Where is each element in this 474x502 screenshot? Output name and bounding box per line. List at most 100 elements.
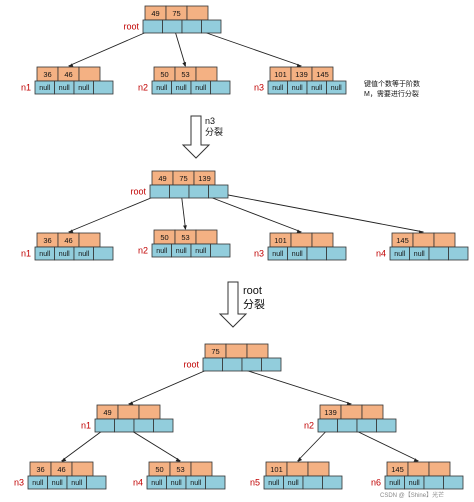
node-label: n6: [371, 478, 381, 488]
pointer-value: null: [292, 85, 303, 92]
step1-label-2: 分裂: [205, 127, 223, 137]
pointer-cell: [93, 246, 114, 261]
key-cell: [311, 232, 334, 248]
key-value: 75: [179, 174, 187, 183]
pointer-value: null: [331, 85, 342, 92]
step2-label-1: root: [243, 285, 262, 297]
pointer-value: null: [151, 480, 162, 487]
key-value: 101: [274, 70, 287, 79]
pointer-cell: [86, 475, 107, 490]
key-value: 36: [36, 465, 44, 474]
pointer-value: null: [195, 85, 206, 92]
edge-root-n2: [173, 28, 186, 67]
edge-n1-n4: [126, 427, 181, 462]
pointer-cell: [114, 418, 135, 433]
key-cell: [186, 5, 209, 21]
node-label: n4: [376, 249, 386, 259]
key-value: 75: [211, 347, 219, 356]
pointer-cell: [448, 246, 469, 261]
pointer-cell: [210, 80, 231, 95]
edges-layer: [61, 28, 424, 462]
pointer-value: null: [59, 251, 70, 258]
note-line-2: M，需要进行分裂: [364, 89, 419, 98]
pointer-value: null: [394, 251, 405, 258]
key-cell: [246, 343, 269, 359]
pointer-cell: [205, 475, 226, 490]
arrowhead: [413, 458, 419, 462]
arrowhead: [68, 63, 74, 67]
pointer-value: null: [32, 480, 43, 487]
step1-label-1: n3: [205, 116, 215, 126]
key-value: 145: [316, 70, 329, 79]
pointer-cell: [337, 418, 358, 433]
key-cell: [290, 232, 313, 248]
arrowhead: [175, 457, 181, 462]
edge-root-n2: [234, 366, 352, 405]
edge-root-n3: [193, 28, 302, 67]
pointer-cell: [322, 475, 343, 490]
pointer-value: null: [59, 85, 70, 92]
key-cell: [307, 461, 330, 477]
node-label: n4: [133, 478, 143, 488]
node-label: n5: [250, 478, 260, 488]
node-label: n3: [14, 478, 24, 488]
node-label: n1: [81, 421, 91, 431]
arrowhead: [182, 62, 187, 67]
key-cell: [71, 461, 94, 477]
pointer-cell: [356, 418, 377, 433]
pointer-value: null: [176, 248, 187, 255]
pointer-cell: [428, 246, 449, 261]
key-value: 50: [160, 233, 168, 242]
key-value: 139: [198, 174, 211, 183]
pointer-cell: [202, 357, 223, 372]
pointer-value: null: [272, 85, 283, 92]
note-line-1: 键值个数等于阶数: [364, 79, 420, 88]
pointer-value: null: [71, 480, 82, 487]
key-cell: [412, 232, 435, 248]
pointer-cell: [222, 357, 243, 372]
key-value: 50: [160, 70, 168, 79]
edge-root-n4: [220, 193, 424, 233]
key-cell: [190, 461, 213, 477]
key-value: 101: [274, 236, 287, 245]
pointer-cell: [326, 246, 347, 261]
key-value: 75: [172, 9, 180, 18]
pointer-cell: [149, 184, 170, 199]
key-cell: [428, 461, 451, 477]
step-arrow-1: [181, 115, 211, 159]
pointer-value: null: [414, 251, 425, 258]
pointer-cell: [302, 475, 323, 490]
btree-node-root-stage3: 75 root: [183, 343, 282, 372]
node-label: root: [183, 360, 199, 370]
node-label: root: [130, 187, 146, 197]
key-value: 145: [396, 236, 409, 245]
key-value: 36: [43, 236, 51, 245]
key-cell: [433, 232, 456, 248]
btree-node-n4-stage2: 145 null null n4: [376, 232, 469, 261]
pointer-value: null: [156, 85, 167, 92]
btree-node-n1-stage3: 49 n1: [81, 404, 174, 433]
key-value: 36: [43, 70, 51, 79]
node-label: n1: [21, 249, 31, 259]
pointer-cell: [162, 19, 183, 34]
edge-root-n2: [180, 193, 186, 230]
pointer-cell: [376, 418, 397, 433]
pointer-value: null: [195, 248, 206, 255]
arrowhead: [297, 457, 303, 462]
pointer-cell: [210, 243, 231, 258]
pointer-cell: [93, 80, 114, 95]
key-value: 50: [155, 465, 163, 474]
pointer-cell: [181, 19, 202, 34]
key-value: 49: [103, 408, 111, 417]
pointer-cell: [326, 80, 347, 95]
